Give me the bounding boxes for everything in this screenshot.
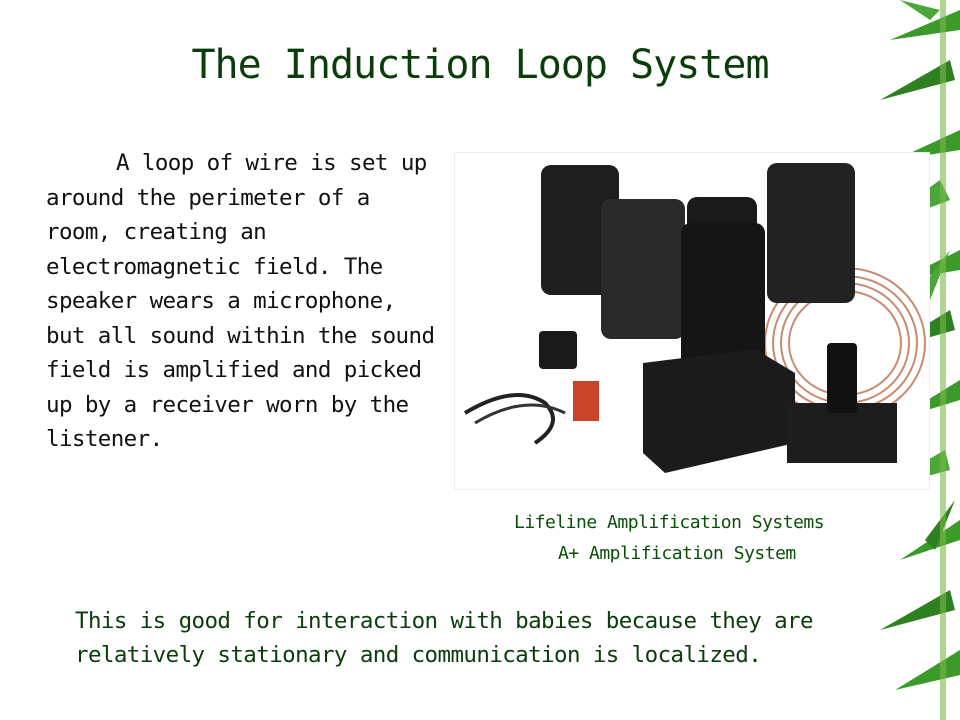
photo-caption-line1: Lifeline Amplification Systems <box>514 512 825 533</box>
body-paragraph: A loop of wire is set up around the peri… <box>46 146 436 457</box>
product-photo <box>454 152 930 490</box>
photo-caption-line2: A+ Amplification System <box>558 543 796 564</box>
slide-title: The Induction Loop System <box>191 42 769 88</box>
body-text: A loop of wire is set up around the peri… <box>46 150 435 452</box>
footer-paragraph: This is good for interaction with babies… <box>75 608 814 668</box>
